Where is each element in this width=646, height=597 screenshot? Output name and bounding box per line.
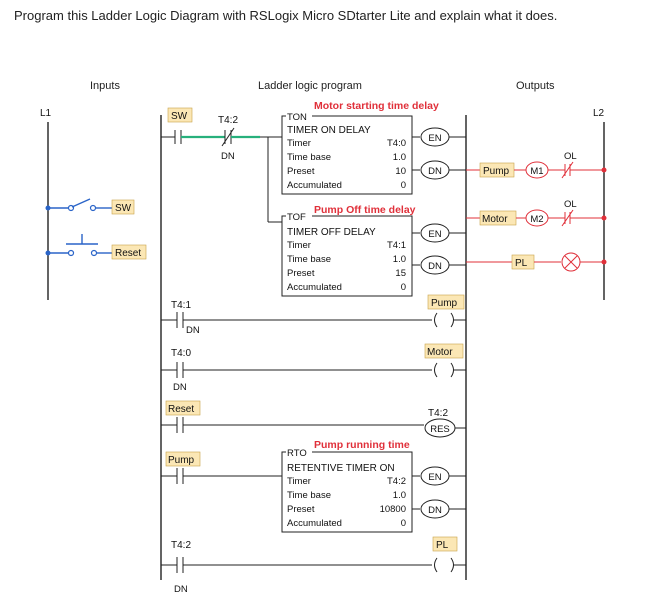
rto-en-coil: EN — [428, 472, 441, 483]
rung4-coil-tag: T4:2 — [428, 408, 448, 419]
rung2-contact-bit: DN — [186, 325, 200, 336]
rung4-contact-label: Reset — [168, 404, 194, 415]
rung6-coil-label: PL — [436, 540, 449, 551]
rail-l1-label: L1 — [40, 108, 52, 119]
ton-timer-value: T4:0 — [387, 138, 406, 149]
rung2-coil-label: Pump — [431, 298, 458, 309]
output-pl-label: PL — [515, 258, 528, 269]
rung1-contact-t42-label: T4:2 — [218, 115, 238, 126]
rto-timer-label: Timer — [287, 476, 311, 487]
rto-timer-block: Pump running time RTO RETENTIVE TIMER ON… — [281, 439, 466, 533]
tof-en-coil: EN — [428, 229, 441, 240]
rto-accum-label: Accumulated — [287, 518, 342, 529]
rto-title: Pump running time — [314, 439, 410, 451]
ton-timer-label: Timer — [287, 138, 311, 149]
rto-timer-value: T4:2 — [387, 476, 406, 487]
tof-timebase-value: 1.0 — [393, 254, 406, 265]
input-switch-sw: SW — [45, 198, 135, 215]
tof-timebase-label: Time base — [287, 254, 331, 265]
rung1-contact-sw-label: SW — [171, 111, 188, 122]
tof-preset-label: Preset — [287, 268, 315, 279]
rung1-contact-t42-bit: DN — [221, 151, 235, 162]
output-motor-label: Motor — [482, 214, 508, 225]
rung-4: Reset T4:2 RES — [161, 400, 466, 438]
ton-title: Motor starting time delay — [314, 100, 439, 112]
ton-preset-value: 10 — [395, 166, 406, 177]
ton-timebase-label: Time base — [287, 152, 331, 163]
rung2-contact-label: T4:1 — [171, 300, 191, 311]
inputs-header: Inputs — [90, 80, 120, 92]
tof-name: TIMER OFF DELAY — [287, 227, 376, 238]
tof-timer-block: Pump Off time delay TOF TIMER OFF DELAY … — [281, 204, 466, 297]
rail-l2-label: L2 — [593, 108, 605, 119]
ton-accum-value: 0 — [401, 180, 406, 191]
ton-timebase-value: 1.0 — [393, 152, 406, 163]
outputs-header: Outputs — [516, 80, 555, 92]
output-pilot-lamp: PL — [466, 252, 607, 272]
rung6-contact-bit: DN — [174, 584, 188, 595]
input-reset-label: Reset — [115, 248, 141, 259]
rung4-res-coil: RES — [430, 424, 450, 435]
rung3-contact-label: T4:0 — [171, 348, 191, 359]
rto-preset-label: Preset — [287, 504, 315, 515]
output-pump: Pump M1 OL — [466, 151, 607, 179]
output-m1-coil: M1 — [530, 166, 543, 177]
tof-accum-value: 0 — [401, 282, 406, 293]
output-ol2-label: OL — [564, 199, 577, 210]
output-m2-coil: M2 — [530, 214, 543, 225]
output-ol1-label: OL — [564, 151, 577, 162]
ton-type: TON — [287, 112, 307, 123]
rung2-coil — [434, 312, 438, 328]
rung-1: SW T4:2 DN — [161, 107, 282, 223]
rto-timebase-label: Time base — [287, 490, 331, 501]
rung3-coil — [434, 362, 438, 378]
rung6-coil — [434, 557, 438, 573]
rung5-contact-label: Pump — [168, 455, 195, 466]
rto-type: RTO — [287, 448, 307, 459]
rto-timebase-value: 1.0 — [393, 490, 406, 501]
output-motor: Motor M2 OL — [466, 199, 607, 227]
rung-6: T4:2 DN PL — [161, 536, 466, 595]
output-pump-label: Pump — [483, 166, 510, 177]
rung-2: T4:1 DN Pump — [161, 294, 466, 336]
rto-dn-coil: DN — [428, 505, 442, 516]
rto-preset-value: 10800 — [380, 504, 406, 515]
ton-name: TIMER ON DELAY — [287, 125, 371, 136]
rto-accum-value: 0 — [401, 518, 406, 529]
ton-accum-label: Accumulated — [287, 180, 342, 191]
rung6-contact-label: T4:2 — [171, 540, 191, 551]
program-header: Ladder logic program — [258, 80, 362, 92]
rto-name: RETENTIVE TIMER ON — [287, 463, 395, 474]
tof-timer-value: T4:1 — [387, 240, 406, 251]
tof-accum-label: Accumulated — [287, 282, 342, 293]
tof-timer-label: Timer — [287, 240, 311, 251]
tof-dn-coil: DN — [428, 261, 442, 272]
tof-type: TOF — [287, 212, 306, 223]
input-pushbutton-reset: Reset — [45, 234, 147, 260]
input-sw-label: SW — [115, 203, 132, 214]
question-text: Program this Ladder Logic Diagram with R… — [14, 8, 558, 23]
tof-title: Pump Off time delay — [314, 204, 416, 216]
ton-en-coil: EN — [428, 133, 441, 144]
rung-3: T4:0 DN Motor — [161, 343, 466, 393]
ton-dn-coil: DN — [428, 166, 442, 177]
rung-5: Pump — [161, 451, 282, 484]
tof-preset-value: 15 — [395, 268, 406, 279]
ton-timer-block: Motor starting time delay TON TIMER ON D… — [281, 100, 466, 195]
rung3-contact-bit: DN — [173, 382, 187, 393]
rung3-coil-label: Motor — [427, 347, 453, 358]
ton-preset-label: Preset — [287, 166, 315, 177]
